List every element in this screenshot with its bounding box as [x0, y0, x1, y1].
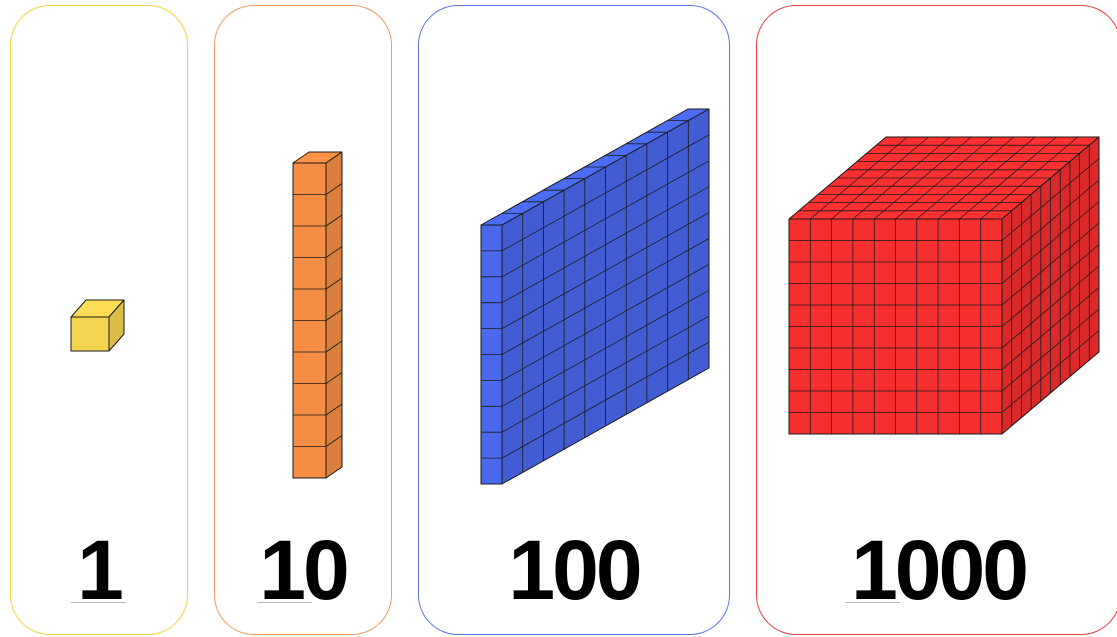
number-label-thousand: 1000: [757, 528, 1117, 612]
number-label-one: 1: [11, 528, 187, 612]
number-label-ten: 10: [215, 528, 391, 612]
front-face: [71, 317, 109, 351]
card-hundred: 100: [418, 5, 730, 635]
card-thousand: 1000: [756, 5, 1117, 635]
card-ten: 10: [214, 5, 392, 635]
number-label-hundred: 100: [419, 528, 729, 612]
card-one: 1: [10, 5, 188, 635]
